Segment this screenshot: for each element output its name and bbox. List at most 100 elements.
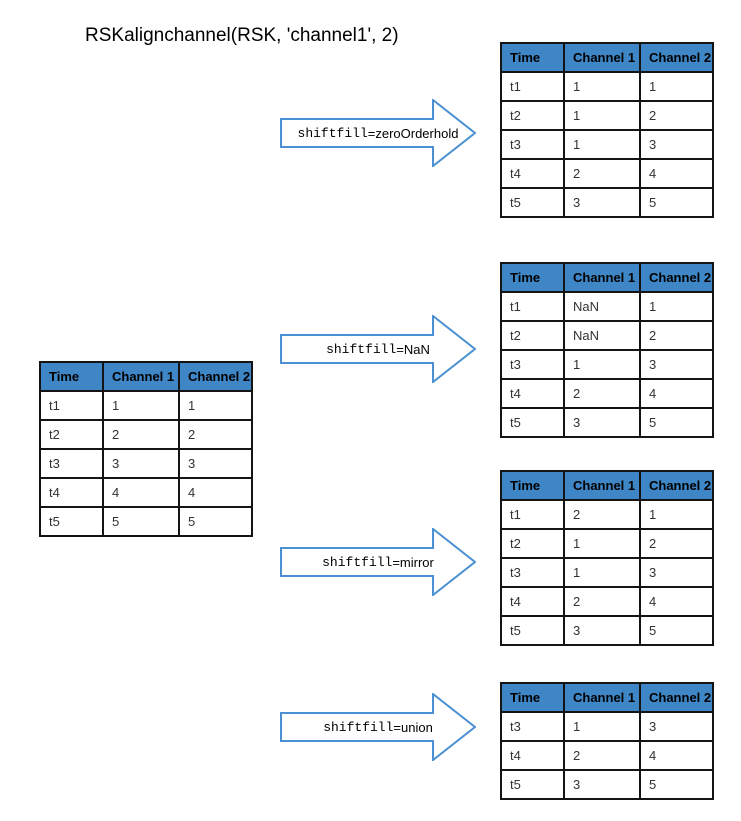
table-cell: 2 (639, 320, 714, 351)
arrow-label-code: shiftfill (323, 719, 394, 735)
table-cell: t4 (500, 158, 565, 189)
table-cell: NaN (563, 291, 641, 322)
arrow-right-shape (280, 315, 476, 383)
table-cell: 3 (563, 615, 641, 646)
table-cell: t1 (39, 390, 104, 421)
table-cell: 1 (563, 528, 641, 559)
table-cell: 1 (563, 100, 641, 131)
header-row: Time Channel 1 Channel 2 (500, 42, 714, 73)
table-cell: 1 (639, 291, 714, 322)
table-cell: 3 (639, 349, 714, 380)
arrow-label-value: =zeroOrderhold (367, 125, 459, 141)
table-cell: 1 (563, 557, 641, 588)
table-cell: t4 (500, 378, 565, 409)
table-cell: 2 (102, 419, 180, 450)
column-header-time: Time (500, 262, 565, 293)
table-cell: t3 (500, 349, 565, 380)
arrow-zeroorderhold: shiftfill=zeroOrderhold (280, 99, 476, 167)
arrow-right-shape (280, 99, 476, 167)
arrow-label-code: shiftfill (322, 554, 393, 570)
header-row: Time Channel 1 Channel 2 (500, 262, 714, 293)
table-cell: 3 (563, 407, 641, 438)
arrow-label-value: =NaN (396, 341, 430, 357)
column-header-time: Time (500, 470, 565, 501)
table-cell: 1 (563, 349, 641, 380)
column-header-time: Time (500, 42, 565, 73)
column-header-channel2: Channel 2 (639, 682, 714, 713)
table-cell: 3 (102, 448, 180, 479)
table-cell: 5 (102, 506, 180, 537)
column-header-channel1: Channel 1 (563, 470, 641, 501)
table-cell: 4 (178, 477, 253, 508)
table-cell: t3 (500, 711, 565, 742)
arrow-label: shiftfill=NaN (280, 315, 476, 383)
table-cell: t3 (500, 129, 565, 160)
table-cell: 3 (639, 711, 714, 742)
table-cell: 3 (639, 129, 714, 160)
table-cell: t2 (39, 419, 104, 450)
column-header-time: Time (500, 682, 565, 713)
function-title: RSKalignchannel(RSK, 'channel1', 2) (85, 25, 399, 46)
table-cell: t5 (500, 615, 565, 646)
arrow-union: shiftfill=union (280, 693, 476, 761)
table-cell: 3 (639, 557, 714, 588)
column-header-channel2: Channel 2 (178, 361, 253, 392)
table-cell: 4 (102, 477, 180, 508)
arrow-label-value: =mirror (392, 554, 434, 570)
table-cell: t3 (39, 448, 104, 479)
table-cell: t1 (500, 71, 565, 102)
table-cell: t4 (500, 740, 565, 771)
arrow-label: shiftfill=mirror (280, 528, 476, 596)
column-header-time: Time (39, 361, 104, 392)
table-cell: t2 (500, 100, 565, 131)
arrow-label-value: =union (393, 719, 433, 735)
table-cell: 5 (639, 769, 714, 800)
table-cell: 4 (639, 586, 714, 617)
arrow-nan: shiftfill=NaN (280, 315, 476, 383)
table-cell: 1 (639, 499, 714, 530)
arrow-right-shape (280, 693, 476, 761)
table-cell: t5 (500, 769, 565, 800)
table-cell: 4 (639, 378, 714, 409)
table-cell: t5 (500, 407, 565, 438)
table-cell: t3 (500, 557, 565, 588)
arrow-label: shiftfill=zeroOrderhold (280, 99, 476, 167)
table-cell: t4 (500, 586, 565, 617)
table-cell: NaN (563, 320, 641, 351)
table-cell: 4 (639, 740, 714, 771)
table-cell: 2 (563, 499, 641, 530)
table-cell: 2 (563, 378, 641, 409)
table-cell: 1 (639, 71, 714, 102)
table-cell: 3 (178, 448, 253, 479)
arrow-right-shape (280, 528, 476, 596)
column-header-channel1: Channel 1 (102, 361, 180, 392)
column-header-channel1: Channel 1 (563, 262, 641, 293)
column-header-channel2: Channel 2 (639, 470, 714, 501)
table-cell: 2 (563, 740, 641, 771)
column-header-channel1: Channel 1 (563, 42, 641, 73)
table-cell: 2 (639, 528, 714, 559)
table-cell: 1 (563, 71, 641, 102)
table-cell: 2 (563, 158, 641, 189)
table-cell: 5 (639, 407, 714, 438)
table-cell: 2 (563, 586, 641, 617)
table-cell: t5 (39, 506, 104, 537)
